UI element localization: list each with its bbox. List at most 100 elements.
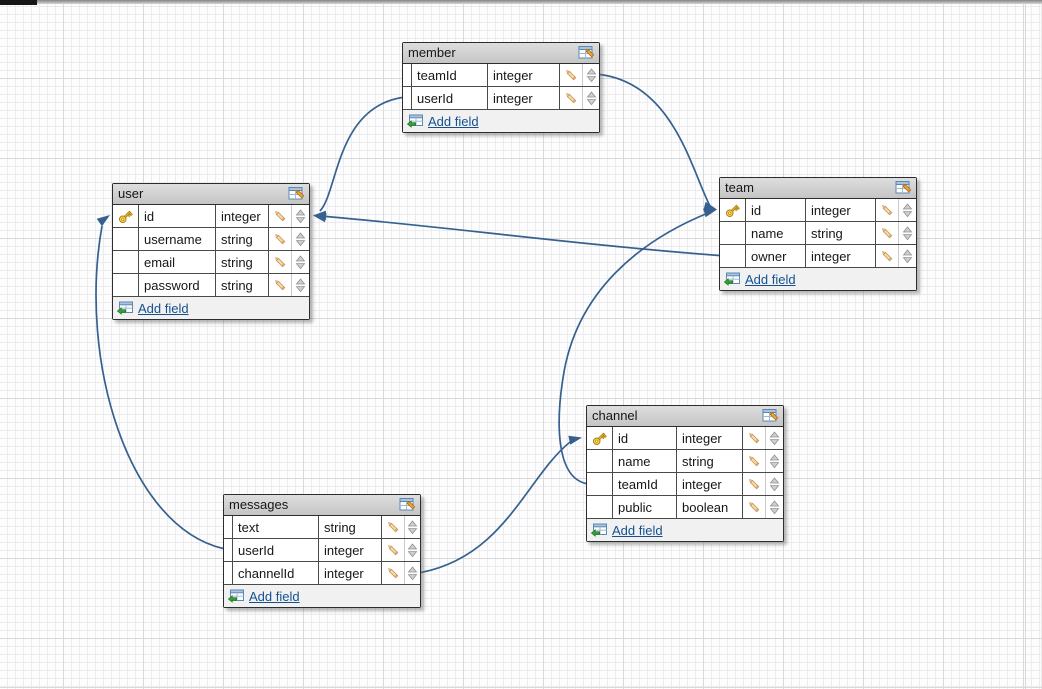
- edit-table-button[interactable]: [578, 45, 596, 61]
- field-name: id: [613, 427, 677, 449]
- key-cell-empty: [224, 516, 233, 538]
- edit-field-button[interactable]: [743, 427, 766, 449]
- add-field-link[interactable]: Add field: [228, 589, 300, 604]
- key-cell-empty: [403, 64, 412, 86]
- add-field-link[interactable]: Add field: [724, 272, 796, 287]
- edit-table-icon: [399, 498, 416, 511]
- edit-field-button[interactable]: [269, 228, 292, 250]
- pencil-icon: [748, 478, 759, 489]
- up-down-arrows-icon: [902, 202, 913, 217]
- edit-field-button[interactable]: [743, 496, 766, 518]
- table-header[interactable]: channel: [587, 406, 783, 427]
- edit-field-button[interactable]: [382, 562, 405, 584]
- top-edge-shadow: [0, 0, 1042, 4]
- table-title: user: [118, 186, 144, 201]
- move-field-button[interactable]: [405, 562, 420, 584]
- edit-field-button[interactable]: [876, 245, 899, 267]
- relation-arrowhead: [313, 210, 327, 220]
- add-field-row: Add field: [113, 297, 309, 319]
- table-title: team: [725, 180, 754, 195]
- add-field-label: Add field: [428, 113, 479, 129]
- edit-field-button[interactable]: [560, 64, 583, 86]
- move-field-button[interactable]: [292, 205, 309, 227]
- table-header[interactable]: member: [403, 43, 599, 64]
- table-header[interactable]: messages: [224, 495, 420, 516]
- edit-field-button[interactable]: [269, 274, 292, 296]
- field-name: email: [139, 251, 216, 273]
- edit-field-button[interactable]: [382, 539, 405, 561]
- edit-table-button[interactable]: [895, 180, 913, 196]
- field-name: channelId: [233, 562, 319, 584]
- field-type: integer: [677, 473, 743, 495]
- edit-field-button[interactable]: [876, 199, 899, 221]
- move-field-button[interactable]: [766, 496, 783, 518]
- key-icon: [592, 432, 607, 445]
- add-field-row: Add field: [224, 585, 420, 607]
- move-field-button[interactable]: [405, 539, 420, 561]
- relation-line-member-userId-to-user-id: [319, 96, 403, 212]
- edit-field-button[interactable]: [269, 251, 292, 273]
- table-header[interactable]: user: [113, 184, 309, 205]
- edit-table-button[interactable]: [399, 497, 417, 513]
- add-field-link[interactable]: Add field: [407, 114, 479, 129]
- move-field-button[interactable]: [292, 274, 309, 296]
- edit-field-button[interactable]: [269, 205, 292, 227]
- move-field-button[interactable]: [899, 222, 916, 244]
- pencil-icon: [881, 204, 892, 215]
- move-field-button[interactable]: [899, 245, 916, 267]
- move-field-button[interactable]: [583, 87, 599, 109]
- field-name: username: [139, 228, 216, 250]
- field-type: integer: [806, 245, 876, 267]
- edit-table-button[interactable]: [762, 408, 780, 424]
- edit-field-button[interactable]: [876, 222, 899, 244]
- edit-field-button[interactable]: [743, 450, 766, 472]
- edit-field-button[interactable]: [382, 516, 405, 538]
- add-field-row: Add field: [403, 110, 599, 132]
- relation-arrowhead: [568, 435, 582, 445]
- edit-field-button[interactable]: [743, 473, 766, 495]
- edit-table-button[interactable]: [288, 186, 306, 202]
- move-field-button[interactable]: [292, 251, 309, 273]
- pencil-icon: [748, 432, 759, 443]
- add-field-label: Add field: [138, 300, 189, 316]
- move-field-button[interactable]: [292, 228, 309, 250]
- table-header[interactable]: team: [720, 178, 916, 199]
- add-field-link[interactable]: Add field: [117, 301, 189, 316]
- move-field-button[interactable]: [583, 64, 599, 86]
- up-down-arrows-icon: [295, 277, 306, 292]
- move-field-button[interactable]: [405, 516, 420, 538]
- move-field-button[interactable]: [766, 450, 783, 472]
- edit-field-button[interactable]: [560, 87, 583, 109]
- move-field-button[interactable]: [766, 427, 783, 449]
- key-cell-empty: [113, 228, 139, 250]
- add-field-link[interactable]: Add field: [591, 523, 663, 538]
- move-field-button[interactable]: [899, 199, 916, 221]
- add-field-label: Add field: [612, 522, 663, 538]
- up-down-arrows-icon: [902, 225, 913, 240]
- pencil-icon: [565, 92, 576, 103]
- move-field-button[interactable]: [766, 473, 783, 495]
- edit-table-icon: [578, 46, 595, 59]
